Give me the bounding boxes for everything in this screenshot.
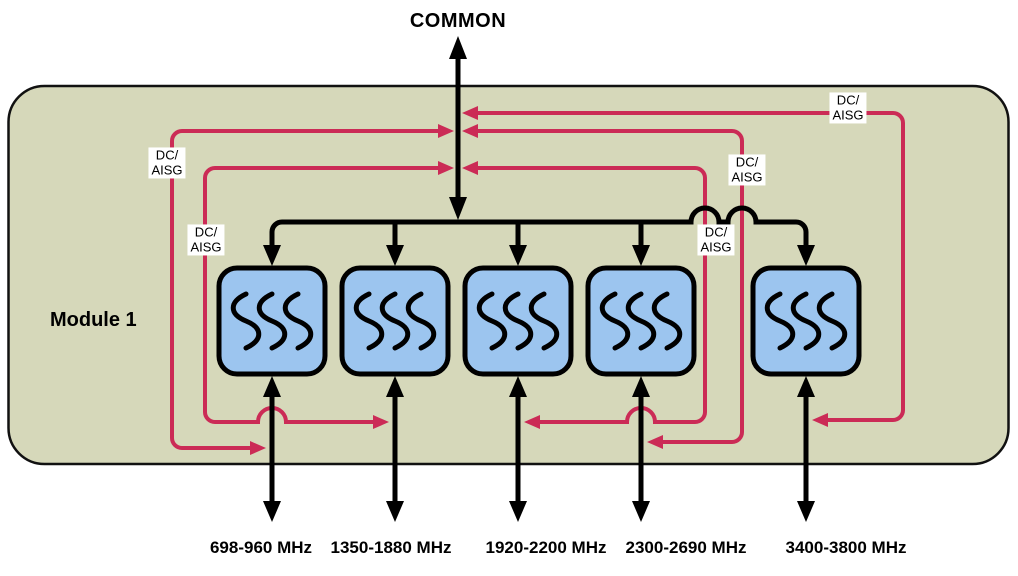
common-port-label: COMMON xyxy=(409,10,507,32)
dc-path-1350 xyxy=(203,166,440,424)
dc-aisg-label-right-upper: DC/ AISG xyxy=(728,154,766,186)
dc-path-698 xyxy=(170,129,440,450)
dc-aisg-paths xyxy=(170,111,905,450)
dc-aisg-label-top-right: DC/ AISG xyxy=(829,92,867,124)
dc-path-2300 xyxy=(476,129,744,444)
dc-path-1920 xyxy=(476,166,707,424)
port-up-arrowheads xyxy=(263,376,815,397)
filter-blocks xyxy=(216,265,862,377)
dc-aisg-label-left-outer: DC/ AISG xyxy=(148,147,186,179)
rf-arrowheads xyxy=(263,36,815,522)
module-label: Module 1 xyxy=(50,309,137,331)
dc-aisg-label-right-lower: DC/ AISG xyxy=(697,224,735,256)
port-label-3400-3800: 3400-3800 MHz xyxy=(785,538,907,557)
port-label-1920-2200: 1920-2200 MHz xyxy=(485,538,607,557)
rf-signal-lines xyxy=(269,54,809,504)
distribution-line xyxy=(269,205,809,252)
port-label-698-960: 698-960 MHz xyxy=(209,538,313,557)
port-label-1350-1880: 1350-1880 MHz xyxy=(330,538,452,557)
port-lines xyxy=(269,392,809,504)
port-down-arrowheads xyxy=(263,501,815,522)
port-label-2300-2690: 2300-2690 MHz xyxy=(625,538,747,557)
filter-feed-arrowheads xyxy=(263,245,815,266)
dc-aisg-label-left-inner: DC/ AISG xyxy=(187,224,225,256)
dc-path-3400 xyxy=(476,111,905,422)
